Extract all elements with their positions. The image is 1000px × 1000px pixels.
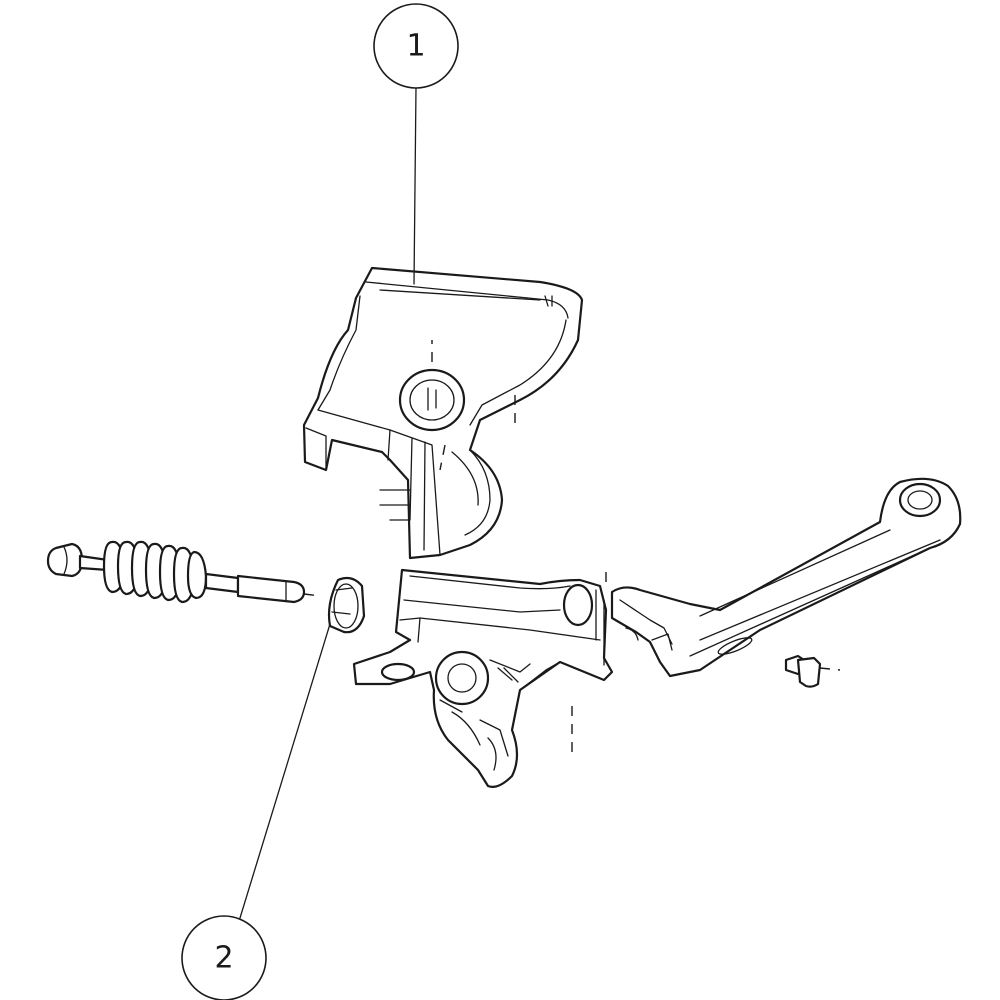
callout-2: 2 bbox=[181, 623, 331, 1000]
part-2-bushing bbox=[327, 576, 366, 634]
callout-1-label: 1 bbox=[406, 29, 425, 64]
part-1-lever-cover bbox=[302, 266, 584, 560]
adjuster-spring-assembly bbox=[46, 540, 321, 604]
folding-lever-blade bbox=[610, 477, 962, 678]
callout-2-label: 2 bbox=[214, 941, 233, 976]
callout-1: 1 bbox=[373, 3, 459, 285]
compression-spring bbox=[102, 540, 208, 604]
pivot-pin bbox=[784, 654, 841, 688]
centre-lines bbox=[431, 340, 607, 760]
lever-perch bbox=[352, 568, 614, 788]
